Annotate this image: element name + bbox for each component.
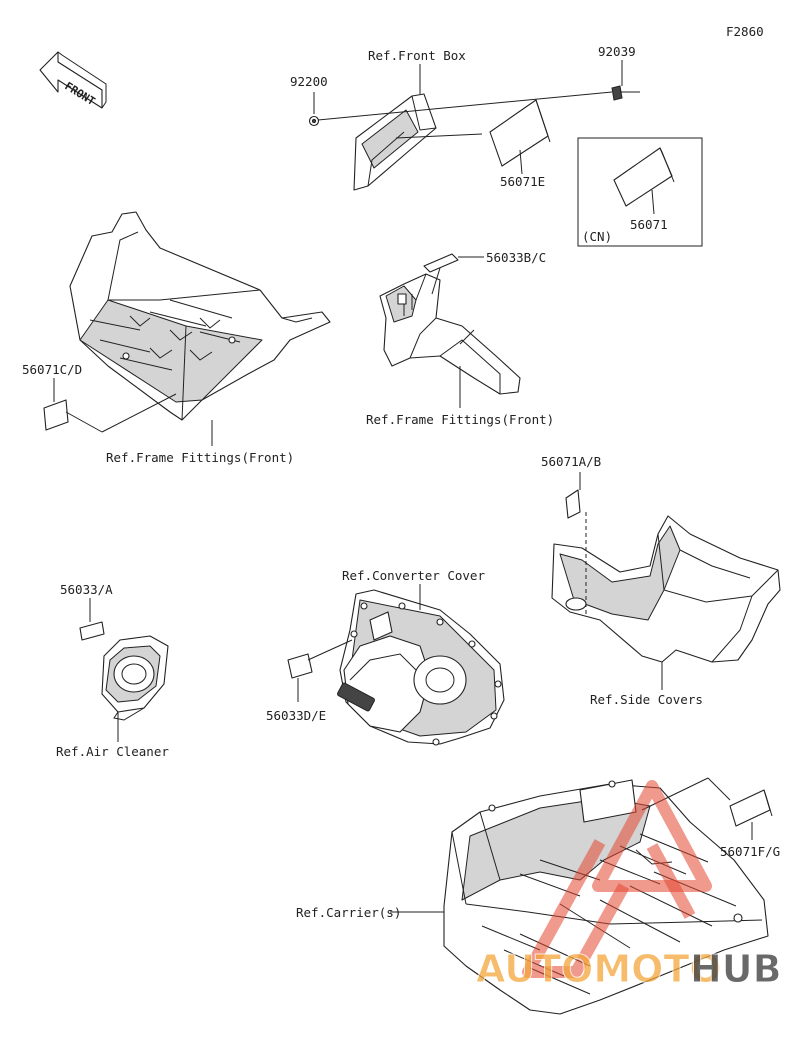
- label-ref-frame-fittings-1: Ref.Frame Fittings(Front): [106, 450, 294, 465]
- label-sticker-56071: [613, 147, 675, 215]
- front-arrow-icon: FRONT: [39, 51, 107, 109]
- label-ref-frame-fittings-2: Ref.Frame Fittings(Front): [366, 412, 554, 427]
- air-cleaner-part: [101, 635, 169, 721]
- label-sticker-56033DE: [287, 639, 353, 702]
- front-box-part: [353, 93, 437, 191]
- label-ref-converter-cover: Ref.Converter Cover: [342, 568, 485, 583]
- watermark-triangle-outer-icon: [522, 839, 630, 978]
- label-sticker-56071AB: [565, 472, 587, 616]
- frame-fitting-front-middle-part: [379, 273, 521, 395]
- label-ref-side-covers: Ref.Side Covers: [590, 692, 703, 707]
- label-ref-carriers: Ref.Carrier(s): [296, 905, 401, 920]
- label-cn: (CN): [582, 229, 612, 244]
- converter-cover-part: [337, 589, 505, 746]
- front-box-bolt-line: [317, 91, 613, 121]
- label-56071: 56071: [630, 217, 668, 232]
- label-56033BC: 56033B/C: [486, 250, 546, 265]
- label-sticker-56071FG: [641, 777, 773, 840]
- leader-56071E: [395, 133, 483, 139]
- label-56071E: 56071E: [500, 174, 545, 189]
- side-covers-part: [551, 515, 781, 663]
- label-sticker-56071CD: [43, 378, 177, 433]
- watermark-triangle-icon: [592, 780, 712, 892]
- washer-92200-part: [308, 92, 320, 127]
- label-sticker-56033A: [79, 598, 105, 641]
- label-56071CD: 56071C/D: [22, 362, 82, 377]
- label-sticker-56033BC: [423, 253, 484, 295]
- watermark-text-a: AUTOMOTO: [476, 947, 722, 991]
- label-56033A: 56033/A: [60, 582, 113, 597]
- watermark-text-b: HUB: [690, 947, 782, 991]
- frame-fitting-front-left-part: [69, 211, 331, 421]
- label-92039: 92039: [598, 44, 636, 59]
- label-56071FG: 56071F/G: [720, 844, 780, 859]
- label-ref-front-box: Ref.Front Box: [368, 48, 466, 63]
- bolt-92039-part: [611, 60, 640, 101]
- label-56033DE: 56033D/E: [266, 708, 326, 723]
- label-92200: 92200: [290, 74, 328, 89]
- label-sticker-56071E: [489, 99, 551, 175]
- label-56071AB: 56071A/B: [541, 454, 601, 469]
- label-ref-air-cleaner: Ref.Air Cleaner: [56, 744, 169, 759]
- diagram-code: F2860: [726, 24, 764, 39]
- watermark-logo: AUTOMOTO HUB: [476, 780, 782, 992]
